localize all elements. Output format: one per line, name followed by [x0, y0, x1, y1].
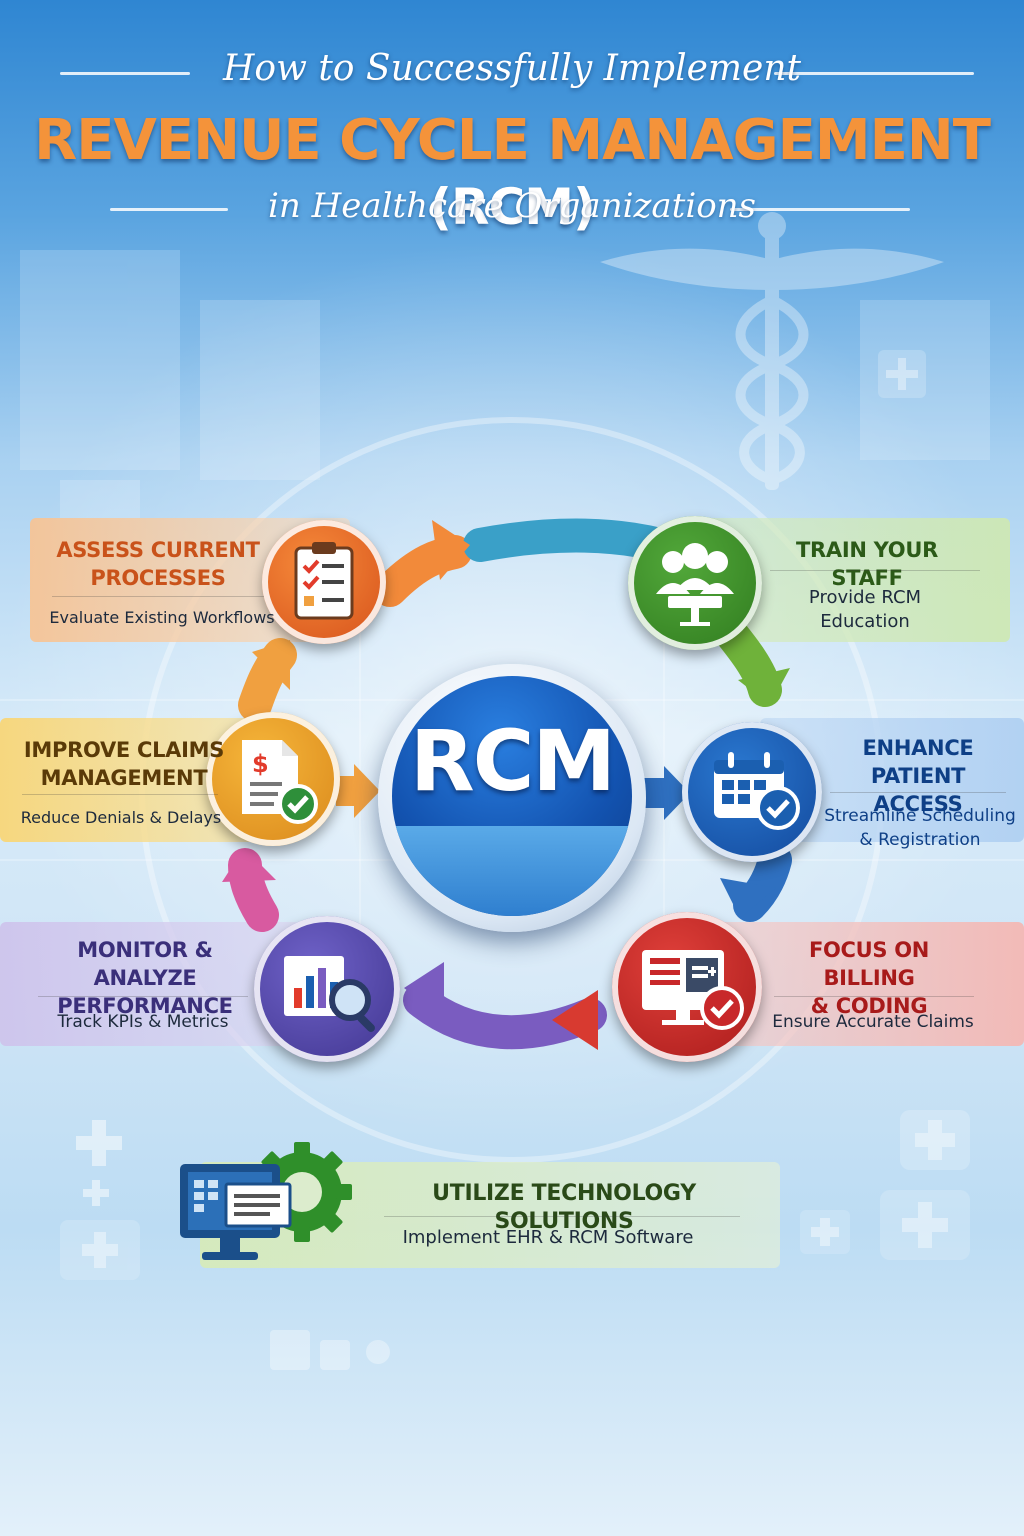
step-train-divider — [770, 570, 980, 571]
step-monitor-title: MONITOR & ANALYZE PERFORMANCE — [30, 936, 260, 1020]
header-rule-right-2 — [730, 208, 910, 211]
step-train-desc: Provide RCM Education — [764, 586, 966, 634]
arrowhead-pink — [222, 848, 276, 882]
step-technology-title: UTILIZE TECHNOLOGY SOLUTIONS — [432, 1181, 696, 1234]
header-line-3: in Healthcare Organizations — [267, 186, 757, 226]
caduceus-icon — [600, 212, 944, 490]
step-focus-title-line-2: & CODING — [810, 994, 928, 1018]
header-title: REVENUE CYCLE MANAGEMENT (RCM) — [0, 108, 1024, 238]
step-enhance-title-line-1: ENHANCE PATIENT — [862, 736, 974, 788]
step-enhance-title-line-2: ACCESS — [873, 792, 963, 816]
arrowhead-enhance — [720, 878, 776, 918]
header-title-main: REVENUE CYCLE MANAGEMENT — [34, 108, 991, 173]
step-technology-desc: Implement EHR & RCM Software — [402, 1227, 694, 1248]
step-focus-title-line-1: FOCUS ON BILLING — [808, 938, 930, 990]
step-focus-desc: Ensure Accurate Claims — [772, 1012, 974, 1032]
arrowhead-monitor — [404, 962, 444, 1018]
step-enhance-desc-line-2: & Registration — [859, 830, 981, 850]
chart-magnifier-icon — [254, 916, 400, 1062]
header-rule-left-2 — [110, 208, 228, 211]
header-rule-right-1 — [774, 72, 974, 75]
arrowhead-assess — [432, 520, 470, 580]
rcm-hub-lower — [392, 826, 632, 916]
rcm-label: RCM — [410, 712, 616, 810]
step-monitor-desc: Track KPIs & Metrics — [57, 1012, 229, 1032]
dollar-document-check-icon: $ — [206, 712, 340, 846]
step-improve-title-line-1: IMPROVE CLAIMS — [23, 738, 225, 762]
step-technology-divider — [384, 1216, 740, 1217]
step-monitor-divider — [38, 996, 248, 997]
step-focus-divider — [774, 996, 974, 997]
arrowhead-improve — [252, 640, 290, 690]
header-line-1: How to Successfully Implement — [223, 48, 801, 89]
step-assess-divider — [52, 596, 264, 597]
band-focus — [720, 922, 1024, 1046]
step-train-title: TRAIN YOUR STAFF — [760, 536, 974, 592]
clipboard-checklist-icon — [262, 520, 386, 644]
step-improve-title-line-2: MANAGEMENT — [40, 766, 208, 790]
calendar-check-icon — [682, 722, 822, 862]
band-monitor — [0, 922, 300, 1046]
step-focus-title: FOCUS ON BILLING & CODING — [764, 936, 974, 1020]
step-enhance-divider — [830, 792, 1006, 793]
step-enhance-desc-line-1: Streamline Scheduling — [824, 806, 1016, 826]
billing-monitor-icon — [612, 912, 762, 1062]
step-assess-title-line-2: PROCESSES — [90, 566, 226, 590]
computer-gear-icon — [180, 1142, 352, 1260]
header-title-acronym: (RCM) — [429, 178, 596, 236]
step-train-title-line-1: TRAIN YOUR STAFF — [796, 538, 938, 590]
arrowhead-rcm-to-enhance — [664, 766, 690, 820]
step-enhance-title: ENHANCE PATIENT ACCESS — [818, 734, 1018, 818]
step-train-desc-line-2: Education — [820, 611, 910, 632]
step-improve-divider — [22, 794, 218, 795]
header-rule-left-1 — [60, 72, 190, 75]
step-assess-title: ASSESS CURRENT PROCESSES — [40, 536, 276, 592]
step-train-desc-line-1: Provide RCM — [808, 587, 922, 608]
step-assess-title-line-1: ASSESS CURRENT — [56, 538, 260, 562]
step-enhance-desc: Streamline Scheduling & Registration — [822, 804, 1018, 852]
arrowhead-focus-red — [552, 990, 598, 1050]
step-monitor-title-line-2: PERFORMANCE — [57, 994, 233, 1018]
arrowhead-improve-to-rcm — [354, 764, 380, 818]
svg-text:$: $ — [252, 750, 269, 778]
step-assess-desc: Evaluate Existing Workflows — [49, 608, 275, 627]
step-improve-title: IMPROVE CLAIMS MANAGEMENT — [14, 736, 234, 792]
staff-group-icon — [628, 516, 762, 650]
arrowhead-train — [738, 668, 790, 705]
step-monitor-title-line-1: MONITOR & ANALYZE — [77, 938, 213, 990]
step-improve-desc: Reduce Denials & Delays — [20, 808, 222, 827]
rcm-hub — [392, 676, 632, 916]
